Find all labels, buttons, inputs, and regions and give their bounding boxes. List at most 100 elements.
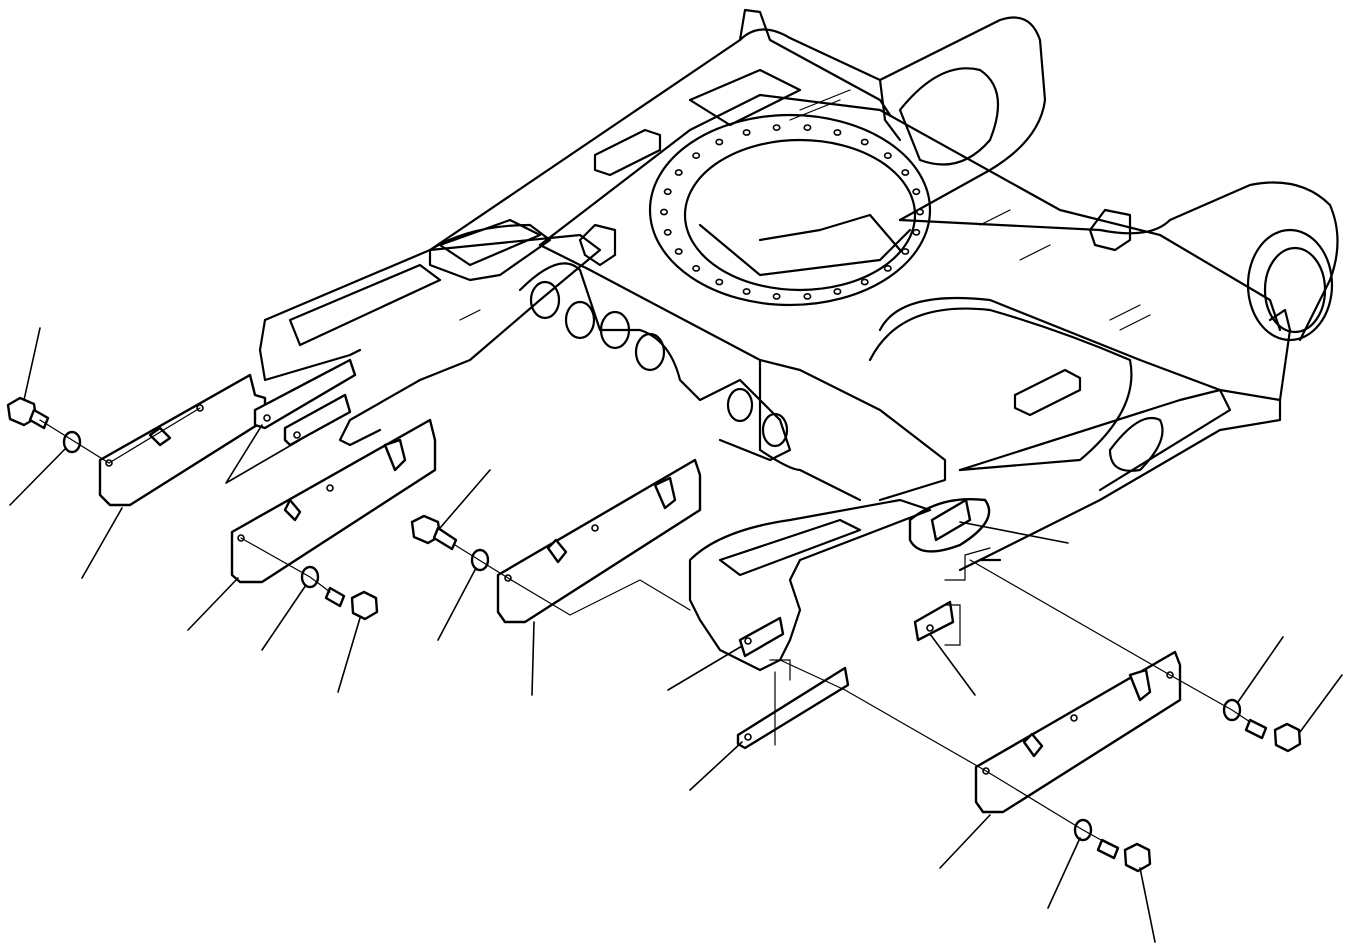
swing-circle-outer	[648, 113, 932, 307]
side-frame-right-top	[898, 181, 1339, 342]
cover-plate-1-notch	[148, 426, 172, 447]
leader-washer-4	[1047, 837, 1081, 909]
swing-circle-bolt-holes	[659, 124, 924, 300]
cover-plate-2	[230, 418, 437, 584]
cover-plate-2-hole-b	[326, 484, 334, 492]
swing-circle-bolt-hole	[663, 188, 672, 196]
shim-2	[283, 393, 352, 447]
shim-1	[253, 358, 357, 430]
bolt-2	[324, 586, 379, 621]
leader-shims-1	[225, 424, 301, 484]
leader-bolt-2	[337, 617, 361, 693]
shim-4-hole	[744, 733, 752, 741]
swing-circle-inner	[683, 138, 917, 292]
leader-shim-3	[667, 645, 743, 691]
swing-circle-bolt-hole	[912, 188, 921, 196]
swing-circle-bolt-hole	[803, 292, 812, 300]
front-track-slot	[718, 518, 862, 577]
shim-1-hole	[263, 414, 271, 422]
shim-4	[736, 666, 850, 750]
rear-side-frame-edge	[738, 8, 902, 142]
right-lower-frame	[878, 296, 1282, 572]
pin-boss-4	[634, 332, 666, 372]
idler-housing-right	[1246, 228, 1334, 342]
cover-plate-3	[496, 458, 702, 624]
swing-circle-bolt-hole	[663, 228, 672, 236]
swing-circle-bolt-hole	[883, 264, 892, 272]
leader-washer-5	[1237, 636, 1284, 703]
cover-plate-4-notch-b	[1128, 668, 1152, 702]
shim-3	[738, 616, 785, 658]
front-side-frame-slot	[288, 263, 442, 347]
leader-bolt-5	[1299, 674, 1343, 733]
leader-washer-3	[437, 567, 477, 641]
swing-circle-bolt-hole	[883, 152, 892, 159]
frame-pad-2	[1013, 368, 1082, 417]
pin-boss-1	[529, 280, 561, 320]
swing-circle-bolt-hole	[742, 288, 751, 295]
shim-6	[913, 600, 955, 642]
center-frame-top	[538, 93, 1282, 332]
leader-bolt-3	[439, 469, 491, 529]
rear-side-frame-top	[428, 16, 1047, 252]
frame-pad-4	[438, 218, 542, 267]
center-pin-bracket	[518, 262, 792, 462]
frame-pad-1	[593, 128, 662, 177]
swing-circle-bolt-hole	[715, 278, 724, 286]
swing-circle-bolt-hole	[912, 228, 921, 236]
front-track-frame	[688, 498, 932, 672]
shim-6-hole	[926, 624, 934, 632]
leader-bolt-1	[23, 327, 41, 401]
idler-housing-rear	[898, 67, 1000, 166]
swing-circle-bolt-hole	[772, 292, 781, 300]
front-frame-flange	[428, 223, 552, 282]
swing-circle-bolt-hole	[833, 129, 842, 136]
swing-circle-bolt-hole	[692, 264, 701, 272]
right-frame-side-face	[958, 388, 1232, 562]
swing-circle-bolt-hole	[901, 248, 910, 255]
cover-plate-4-notch-a	[1022, 732, 1044, 758]
cover-plate-3-notch-b	[653, 476, 677, 510]
front-side-frame-outer	[258, 318, 362, 382]
leader-shim-5	[959, 521, 1069, 544]
leader-cover-plate-2	[187, 577, 239, 631]
cover-plate-2-notch-b	[383, 438, 407, 472]
swing-circle-inner-floor	[698, 213, 912, 277]
pin-boss-3	[599, 310, 631, 350]
leader-washer-2	[261, 584, 307, 651]
swing-circle-bolt-hole	[659, 208, 668, 216]
exploded-parts	[6, 358, 1302, 873]
frame-hatch	[459, 89, 1151, 331]
right-frame-cutout	[868, 307, 1133, 472]
shim-3-hole	[744, 637, 752, 645]
leader-shim-6	[929, 633, 976, 696]
assembly-centerlines	[39, 407, 1251, 846]
bolt-3	[410, 514, 458, 551]
swing-circle-bolt-hole	[772, 124, 781, 131]
center-frame-left-face	[538, 243, 947, 502]
leader-cover-plate-3	[531, 621, 535, 696]
leader-shim-4	[689, 741, 743, 791]
swing-circle-bolt-hole	[915, 208, 924, 216]
swing-circle-bolt-hole	[674, 248, 683, 255]
frame-pad-3	[688, 68, 802, 127]
leader-cover-plate-1	[81, 507, 123, 579]
leader-cover-plate-4	[939, 814, 991, 869]
pin-boss-5	[726, 387, 754, 423]
cover-plate-4-hole-b	[1070, 714, 1078, 722]
bracket-tab-right	[1088, 208, 1132, 252]
swing-circle-bolt-hole	[860, 278, 869, 286]
leader-bolt-4	[1139, 867, 1156, 943]
swing-circle-bolt-hole	[833, 288, 842, 295]
leader-lines	[9, 327, 1343, 943]
swing-circle-bolt-hole	[860, 138, 869, 146]
idler-housing-right-inner	[1263, 246, 1327, 334]
cover-plate-3-notch-a	[546, 538, 568, 564]
swing-circle-bolt-hole	[742, 129, 751, 136]
swing-circle-bolt-hole	[901, 169, 910, 176]
cover-plate-1	[98, 373, 267, 507]
shim-2-hole	[293, 431, 301, 439]
cover-plate-2-notch-a	[283, 498, 302, 522]
track-frame	[258, 8, 1339, 672]
